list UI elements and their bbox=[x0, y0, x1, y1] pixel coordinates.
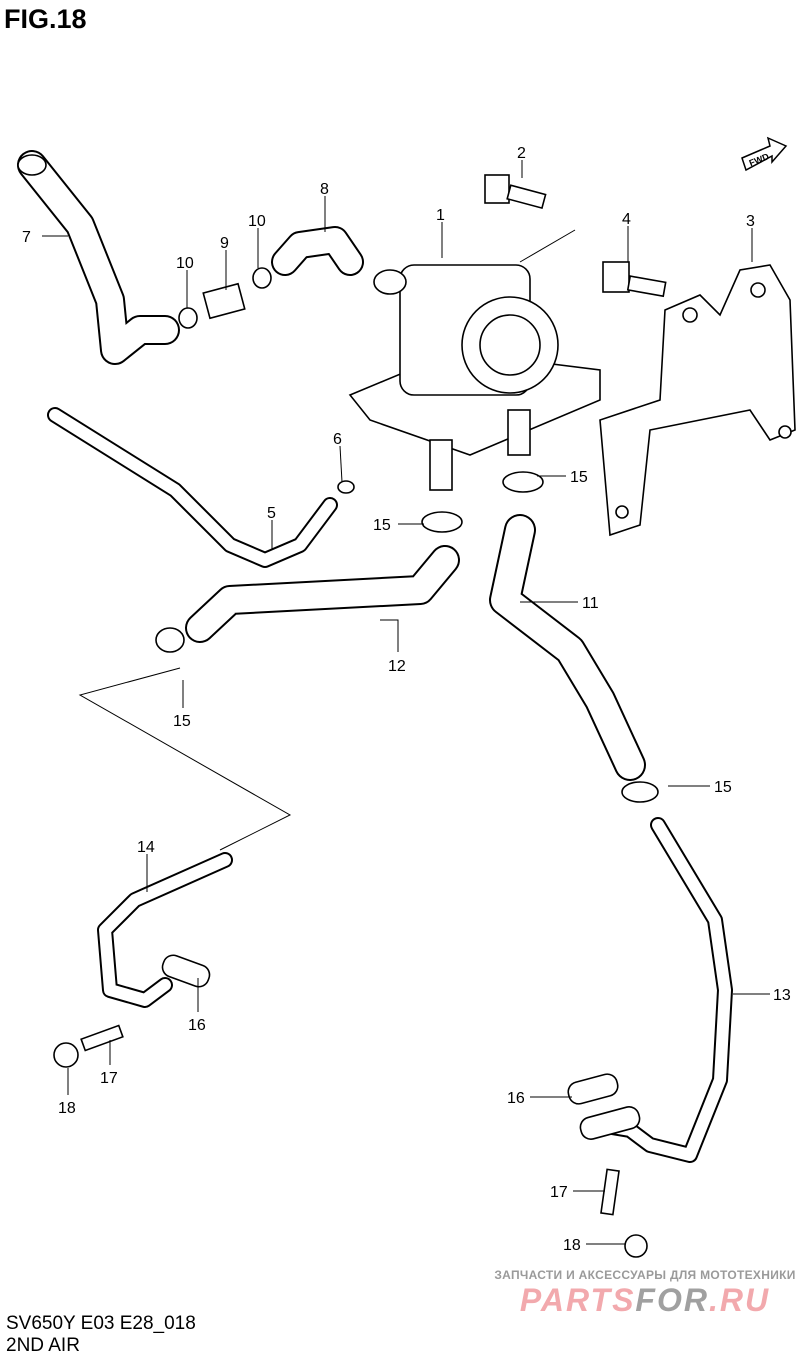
figure-title: FIG.18 bbox=[4, 4, 87, 34]
callout-15d: 15 bbox=[714, 779, 732, 796]
callout-12: 12 bbox=[388, 658, 406, 675]
callout-18a: 18 bbox=[58, 1100, 76, 1117]
pipe-14 bbox=[97, 852, 233, 1008]
bolt-4 bbox=[602, 261, 667, 298]
callout-3: 3 bbox=[746, 213, 755, 230]
clamp-15b bbox=[421, 511, 463, 533]
callout-10b: 10 bbox=[248, 213, 266, 230]
callout-15c: 15 bbox=[173, 713, 191, 730]
hose-8 bbox=[271, 226, 364, 276]
leader-lines bbox=[42, 160, 770, 1245]
watermark: ЗАПЧАСТИ И АКСЕССУАРЫ ДЛЯ МОТОТЕХНИКИ PA… bbox=[490, 1268, 800, 1318]
fwd-arrow-icon: FWD bbox=[741, 136, 788, 172]
clamp-15a bbox=[502, 471, 544, 493]
callout-13: 13 bbox=[773, 987, 791, 1004]
hose-7 bbox=[17, 150, 180, 365]
clamp-15d bbox=[621, 781, 659, 803]
gasket-16b bbox=[567, 1073, 619, 1105]
caption: SV650Y E03 E28_018 2ND AIR bbox=[6, 1313, 196, 1357]
clamp-10b bbox=[252, 267, 272, 289]
callout-16a: 16 bbox=[188, 1017, 206, 1034]
flange-13 bbox=[579, 1106, 641, 1140]
callout-9: 9 bbox=[220, 235, 229, 252]
callout-17a: 17 bbox=[100, 1070, 118, 1087]
watermark-subtitle: ЗАПЧАСТИ И АКСЕССУАРЫ ДЛЯ МОТОТЕХНИКИ bbox=[494, 1268, 796, 1282]
callout-4: 4 bbox=[622, 211, 631, 228]
nut-18b bbox=[624, 1234, 648, 1258]
callout-11: 11 bbox=[582, 595, 599, 612]
hose-11 bbox=[489, 514, 646, 781]
hose-5 bbox=[47, 407, 338, 568]
bracket-3 bbox=[599, 264, 796, 537]
watermark-brand-a: PARTS bbox=[519, 1282, 636, 1318]
pipe-9 bbox=[202, 282, 246, 320]
callout-10a: 10 bbox=[176, 255, 194, 272]
callout-5: 5 bbox=[267, 505, 276, 522]
bolt-2 bbox=[484, 174, 547, 210]
nut-18a bbox=[53, 1042, 79, 1068]
callout-17b: 17 bbox=[550, 1184, 568, 1201]
hose-12 bbox=[185, 545, 460, 643]
pipe-13 bbox=[592, 817, 733, 1163]
reference-line bbox=[78, 667, 292, 851]
callout-14: 14 bbox=[137, 839, 155, 856]
clamp-10a bbox=[178, 307, 198, 329]
callout-15b: 15 bbox=[373, 517, 391, 534]
model-code: SV650Y E03 E28_018 bbox=[6, 1313, 196, 1334]
callout-2: 2 bbox=[517, 145, 526, 162]
watermark-brand: PARTSFOR.RU bbox=[490, 1282, 800, 1318]
callout-6: 6 bbox=[333, 431, 342, 448]
callout-7: 7 bbox=[22, 229, 31, 246]
watermark-brand-c: .RU bbox=[708, 1282, 771, 1318]
callout-16b: 16 bbox=[507, 1090, 525, 1107]
section-name: 2ND AIR bbox=[6, 1335, 80, 1356]
callout-8: 8 bbox=[320, 181, 329, 198]
clamp-15c bbox=[155, 627, 185, 653]
callout-18b: 18 bbox=[563, 1237, 581, 1254]
stud-17b bbox=[600, 1168, 620, 1216]
callout-1: 1 bbox=[436, 207, 445, 224]
stud-17a bbox=[80, 1024, 124, 1052]
clamp-6 bbox=[337, 480, 355, 494]
callout-15a: 15 bbox=[570, 469, 588, 486]
valve-assembly-1 bbox=[348, 264, 601, 491]
watermark-brand-b: FOR bbox=[635, 1282, 709, 1318]
